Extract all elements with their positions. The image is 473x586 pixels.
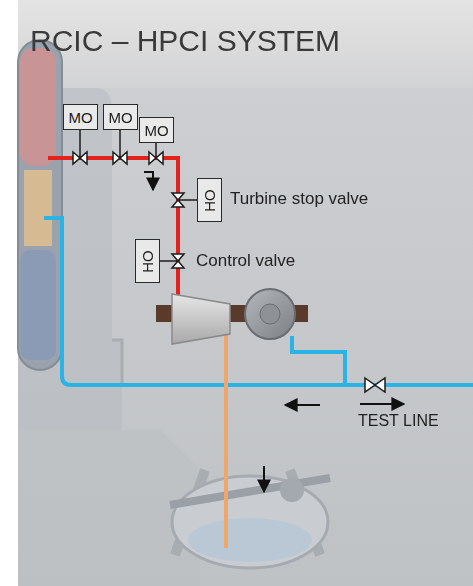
frame-strip — [0, 0, 18, 586]
illustration-part — [144, 172, 153, 190]
operator-label: HO — [202, 189, 217, 212]
illustration-part — [18, 40, 62, 370]
component-label: Control valve — [196, 252, 295, 271]
illustration-part — [285, 404, 320, 406]
operator-label: MO — [144, 123, 168, 138]
illustration-part — [263, 466, 265, 492]
illustration-part — [280, 478, 304, 502]
illustration-part — [24, 170, 52, 246]
diagram-title: RCIC – HPCI SYSTEM — [30, 24, 340, 58]
illustration-part — [20, 250, 56, 360]
flow-arrows — [144, 172, 404, 492]
hydraulic-operator-box: HO — [197, 178, 222, 222]
operator-label: MO — [108, 110, 132, 125]
turbine-symbol — [172, 294, 230, 344]
illustration-part — [178, 199, 197, 201]
illustration-part — [119, 130, 121, 158]
illustration-part — [158, 260, 178, 262]
illustration-part — [365, 378, 385, 392]
valve-symbols — [73, 152, 385, 392]
exhaust-line — [224, 334, 228, 548]
illustration-part — [79, 130, 81, 158]
illustration-part — [360, 403, 404, 405]
injection-line — [44, 218, 473, 385]
illustration-part — [170, 478, 330, 505]
motor-operator-box: MO — [63, 104, 98, 130]
pump-symbol — [245, 289, 295, 339]
illustration-part — [112, 340, 122, 385]
illustration-part — [188, 518, 312, 562]
pump-hub — [260, 304, 280, 324]
pump-discharge-line — [292, 336, 345, 385]
operator-label: MO — [68, 110, 92, 125]
component-label: TEST LINE — [358, 412, 439, 430]
motor-operator-box: MO — [103, 104, 138, 130]
steam-line — [48, 158, 178, 300]
component-label: Turbine stop valve — [230, 190, 368, 209]
motor-operator-box: MO — [139, 117, 174, 143]
operator-label: HO — [140, 250, 155, 273]
reactor-vessel — [18, 40, 62, 370]
illustration-part — [20, 48, 56, 166]
header-band — [0, 0, 473, 88]
hydraulic-operator-box: HO — [135, 239, 160, 283]
suppression-pool — [170, 470, 330, 568]
illustration-part — [155, 143, 157, 158]
